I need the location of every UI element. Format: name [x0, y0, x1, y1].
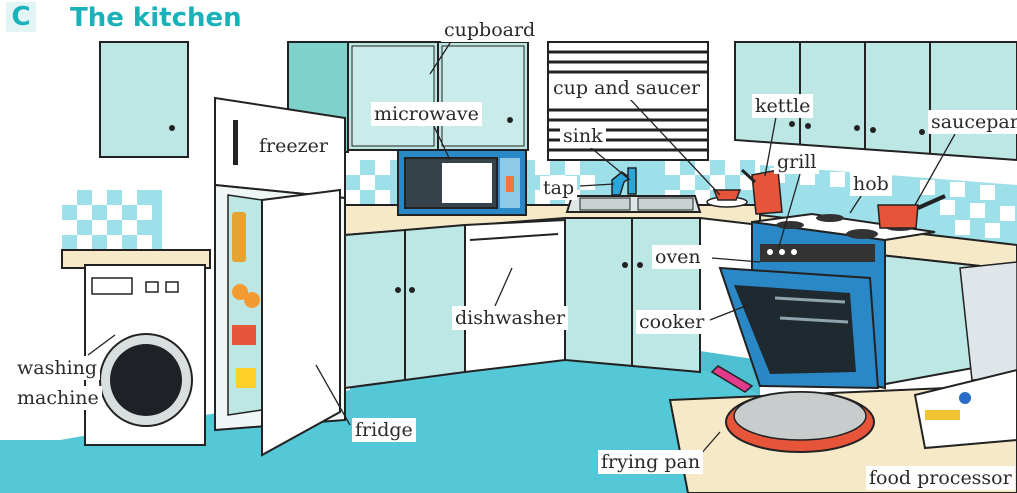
food-processor	[913, 261, 1017, 450]
label-dishwasher: dishwasher	[452, 306, 569, 330]
section-letter: C	[6, 2, 36, 32]
label-oven: oven	[652, 245, 704, 269]
label-microwave: microwave	[371, 102, 482, 126]
oven-door	[718, 266, 880, 390]
label-kettle: kettle	[752, 94, 814, 118]
label-washing-machine-line2: machine	[14, 386, 102, 410]
tap	[611, 167, 637, 196]
kettle	[740, 168, 783, 215]
label-frying-pan: frying pan	[598, 450, 704, 474]
label-saucepan: saucepan	[928, 110, 1017, 134]
label-grill: grill	[774, 150, 820, 174]
label-cupboard: cupboard	[441, 18, 539, 42]
sink	[565, 195, 702, 213]
label-food-processor: food processor	[866, 466, 1015, 490]
frying-pan	[710, 365, 875, 453]
label-hob: hob	[850, 172, 892, 196]
cup-and-saucer	[706, 189, 748, 208]
label-freezer: freezer	[256, 134, 331, 158]
label-tap: tap	[540, 176, 578, 200]
label-fridge: fridge	[352, 418, 416, 442]
dishwasher	[464, 218, 566, 374]
microwave	[397, 149, 527, 216]
window-blind	[547, 41, 709, 161]
wall-cupboard-centre	[287, 41, 529, 153]
label-cooker: cooker	[636, 310, 708, 334]
fridge-freezer	[214, 96, 346, 457]
label-cup-and-saucer: cup and saucer	[550, 76, 704, 100]
label-washing-machine-line1: washing	[14, 356, 101, 380]
label-sink: sink	[560, 124, 606, 148]
tiles-left	[62, 190, 162, 250]
worktop-left	[61, 249, 211, 269]
page-title: The kitchen	[70, 3, 242, 33]
label-leader-lines	[87, 39, 956, 456]
washing-machine	[84, 264, 206, 446]
wall-cupboard-left	[99, 41, 189, 158]
saucepan	[877, 194, 946, 229]
